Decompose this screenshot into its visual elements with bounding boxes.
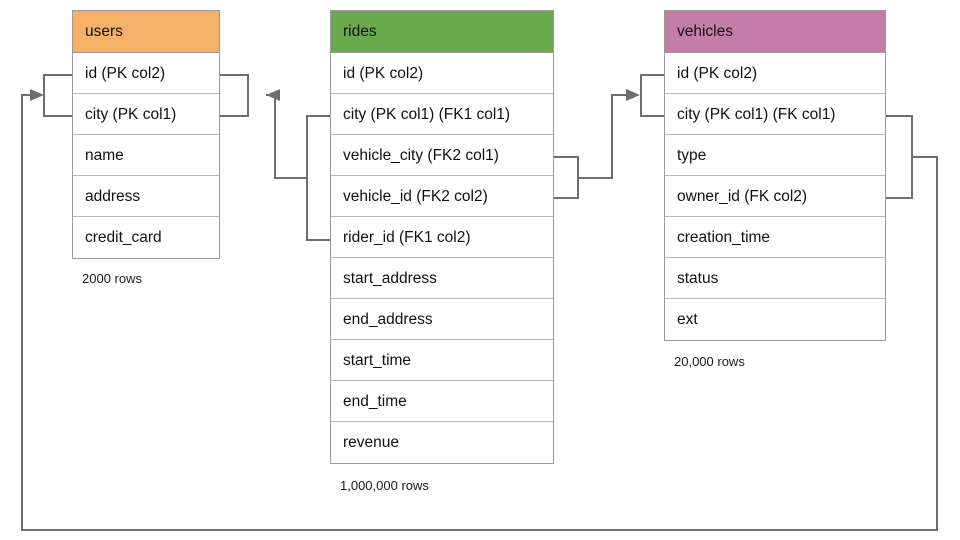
table-vehicles-column-city[interactable]: city (PK col1) (FK col1) <box>665 94 885 135</box>
table-rides-column-rider-id[interactable]: rider_id (FK1 col2) <box>331 217 553 258</box>
table-vehicles-column-creation-time[interactable]: creation_time <box>665 217 885 258</box>
table-vehicles-column-type[interactable]: type <box>665 135 885 176</box>
rides-fk2-bracket <box>554 156 579 199</box>
table-vehicles-column-id[interactable]: id (PK col2) <box>665 53 885 94</box>
table-rides-column-vehicle-city[interactable]: vehicle_city (FK2 col1) <box>331 135 553 176</box>
vehicles-right-bracket <box>886 115 913 199</box>
users-right-bracket <box>220 74 249 117</box>
users-left-bracket <box>43 74 72 117</box>
rides-fk1-bracket <box>306 115 330 241</box>
vehicles-fk-arrowhead <box>30 89 44 101</box>
rides-fk1-to-users-line <box>266 94 307 179</box>
table-users-column-address[interactable]: address <box>73 176 219 217</box>
table-users-column-credit-card[interactable]: credit_card <box>73 217 219 258</box>
table-vehicles-column-status[interactable]: status <box>665 258 885 299</box>
table-vehicles-header: vehicles <box>665 11 885 53</box>
table-rides-column-vehicle-id[interactable]: vehicle_id (FK2 col2) <box>331 176 553 217</box>
rides-fk1-arrowhead <box>266 89 280 101</box>
table-rides-column-revenue[interactable]: revenue <box>331 422 553 463</box>
rides-fk2-arrowhead <box>626 89 640 101</box>
table-users-header: users <box>73 11 219 53</box>
table-vehicles-row-count: 20,000 rows <box>674 354 745 369</box>
table-users-column-id[interactable]: id (PK col2) <box>73 53 219 94</box>
table-rides-row-count: 1,000,000 rows <box>340 478 429 493</box>
table-rides-column-city[interactable]: city (PK col1) (FK1 col1) <box>331 94 553 135</box>
vehicles-left-bracket <box>640 74 664 117</box>
table-rides-column-start-time[interactable]: start_time <box>331 340 553 381</box>
table-rides-column-end-address[interactable]: end_address <box>331 299 553 340</box>
table-rides-column-start-address[interactable]: start_address <box>331 258 553 299</box>
table-vehicles[interactable]: vehicles id (PK col2) city (PK col1) (FK… <box>664 10 886 341</box>
table-users-column-name[interactable]: name <box>73 135 219 176</box>
table-rides[interactable]: rides id (PK col2) city (PK col1) (FK1 c… <box>330 10 554 464</box>
table-users-row-count: 2000 rows <box>82 271 142 286</box>
table-rides-column-end-time[interactable]: end_time <box>331 381 553 422</box>
table-rides-header: rides <box>331 11 553 53</box>
table-users[interactable]: users id (PK col2) city (PK col1) name a… <box>72 10 220 259</box>
table-vehicles-column-ext[interactable]: ext <box>665 299 885 340</box>
rides-fk2-to-vehicles-line <box>578 94 632 179</box>
table-rides-column-id[interactable]: id (PK col2) <box>331 53 553 94</box>
table-vehicles-column-owner-id[interactable]: owner_id (FK col2) <box>665 176 885 217</box>
table-users-column-city[interactable]: city (PK col1) <box>73 94 219 135</box>
